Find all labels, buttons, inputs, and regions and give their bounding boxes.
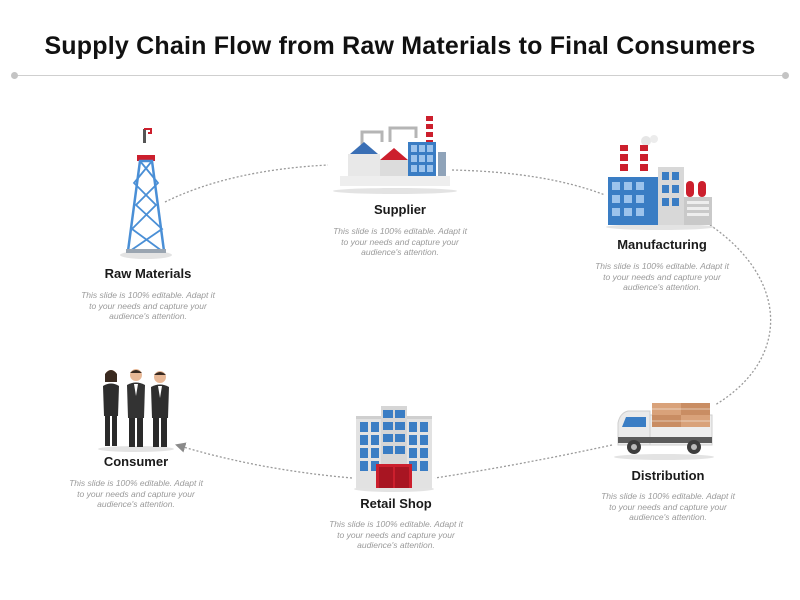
connector-manufacturing-to-distribution (709, 224, 772, 406)
connector-supplier-to-manufacturing (451, 169, 606, 196)
node-label-raw-materials: Raw Materials (104, 266, 192, 281)
factory-plant-icon (333, 116, 457, 194)
node-description-raw-materials: This slide is 100% editable. Adapt it to… (81, 290, 215, 322)
node-description-consumer: This slide is 100% editable. Adapt it to… (69, 478, 203, 510)
divider-left-dot (11, 72, 18, 79)
node-label-distribution: Distribution (631, 468, 705, 483)
connector-distribution-to-retail (434, 444, 613, 479)
node-description-supplier: This slide is 100% editable. Adapt it to… (333, 226, 467, 258)
page-title: Supply Chain Flow from Raw Materials to … (44, 32, 756, 60)
business-people-icon (98, 369, 174, 452)
node-description-manufacturing: This slide is 100% editable. Adapt it to… (595, 261, 729, 293)
manufacturing-plant-icon (606, 135, 714, 230)
node-label-consumer: Consumer (103, 454, 169, 469)
office-building-icon (354, 406, 434, 492)
node-label-manufacturing: Manufacturing (617, 237, 707, 252)
title-divider (14, 75, 786, 76)
delivery-truck-icon (614, 403, 714, 460)
node-description-retail-shop: This slide is 100% editable. Adapt it to… (329, 519, 463, 551)
connector-raw-to-supplier (164, 164, 329, 203)
oil-derrick-icon (120, 128, 172, 259)
node-description-distribution: This slide is 100% editable. Adapt it to… (601, 491, 735, 523)
divider-right-dot (782, 72, 789, 79)
node-label-retail-shop: Retail Shop (360, 496, 432, 511)
connector-retail-to-consumer (175, 442, 353, 479)
node-label-supplier: Supplier (373, 202, 426, 217)
